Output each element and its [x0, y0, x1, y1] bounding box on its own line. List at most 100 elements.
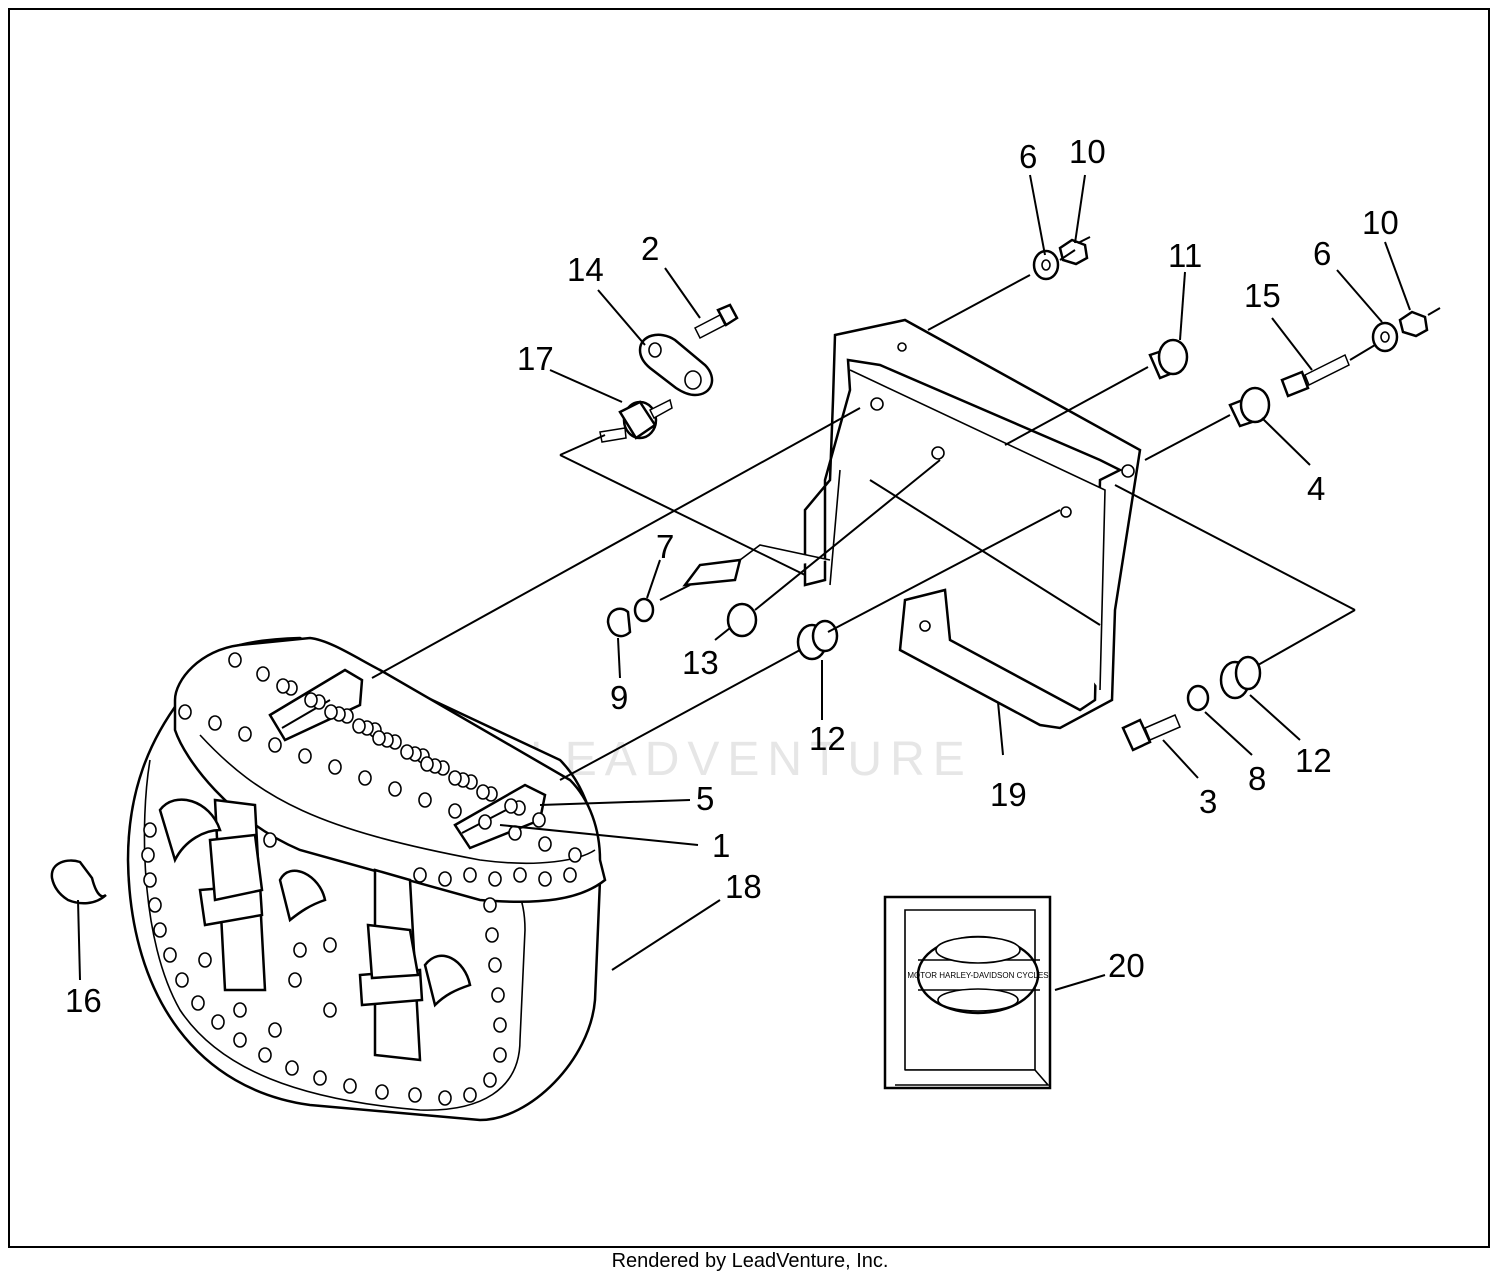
- saddlebag-stud: [141, 847, 155, 863]
- saddlebag-stud: [463, 1087, 477, 1103]
- saddlebag-stud: [323, 937, 337, 953]
- saddlebag-stud: [352, 718, 366, 734]
- footer-credit: Rendered by LeadVenture, Inc.: [611, 1250, 889, 1272]
- callout-4: 4: [1307, 470, 1325, 507]
- saddlebag-stud: [483, 897, 497, 913]
- washer-8: [1186, 684, 1210, 712]
- logo-text-motor-parts: MOTOR PARTS: [942, 996, 1015, 1007]
- saddlebag-stud: [191, 995, 205, 1011]
- callout-16: 16: [65, 982, 102, 1019]
- saddlebag-stud: [228, 652, 242, 668]
- saddlebag-stud: [163, 947, 177, 963]
- saddlebag-stud: [148, 897, 162, 913]
- saddlebag-stud: [288, 972, 302, 988]
- link-plate: [638, 333, 714, 397]
- saddlebag-stud: [153, 922, 167, 938]
- saddlebag-stud: [488, 957, 502, 973]
- saddlebag-stud: [343, 1078, 357, 1094]
- spacer-4: [1228, 386, 1271, 428]
- screw-2: [693, 303, 739, 340]
- saddlebag: [126, 636, 607, 1122]
- callout-10-top: 10: [1069, 133, 1106, 170]
- saddlebag-stud: [304, 692, 318, 708]
- saddlebag-stud: [233, 1032, 247, 1048]
- saddlebag-stud: [418, 792, 432, 808]
- callout-labels: 1 2 3 4 5 6 6 7 8 9 10 10 11 12 12 13 14…: [65, 133, 1399, 1019]
- saddlebag-stud: [324, 704, 338, 720]
- nut-10-right: [1398, 310, 1429, 338]
- bolt-3: [1121, 714, 1181, 752]
- saddlebag-stud: [328, 759, 342, 775]
- saddlebag-stud: [493, 1047, 507, 1063]
- saddlebag-stud: [372, 730, 386, 746]
- saddlebag-stud: [478, 814, 492, 830]
- logo-text-genuine: GENUINE: [948, 943, 1008, 958]
- saddlebag-stud: [258, 1047, 272, 1063]
- callout-5: 5: [696, 780, 714, 817]
- grommet-12-right: [1219, 655, 1262, 700]
- retaining-ring-13: [726, 602, 758, 638]
- saddlebag-stud: [485, 927, 499, 943]
- saddlebag-stud: [313, 1070, 327, 1086]
- callout-18: 18: [725, 868, 762, 905]
- callout-7: 7: [656, 528, 674, 565]
- saddlebag-stud: [413, 867, 427, 883]
- saddlebag-stud: [238, 726, 252, 742]
- callout-12-right: 12: [1295, 742, 1332, 779]
- saddlebag-stud: [276, 678, 290, 694]
- watermark: LEADVENTURE: [530, 733, 973, 786]
- callout-11: 11: [1168, 237, 1202, 274]
- saddlebag-stud: [483, 1072, 497, 1088]
- saddlebag-stud: [143, 872, 157, 888]
- saddlebag-stud: [198, 952, 212, 968]
- saddlebag-stud: [538, 836, 552, 852]
- saddlebag-stud: [268, 1022, 282, 1038]
- saddlebag-stud: [143, 822, 157, 838]
- clip-16: [50, 859, 107, 905]
- saddlebag-stud: [491, 987, 505, 1003]
- callout-15: 15: [1244, 277, 1281, 314]
- saddlebag-stud: [476, 784, 490, 800]
- callout-17: 17: [517, 340, 554, 377]
- saddlebag-stud: [400, 744, 414, 760]
- callout-1: 1: [712, 827, 730, 864]
- saddlebag-stud: [233, 1002, 247, 1018]
- saddlebag-stud: [448, 803, 462, 819]
- callout-19: 19: [990, 776, 1027, 813]
- callout-3: 3: [1199, 783, 1217, 820]
- saddlebag-stud: [375, 1084, 389, 1100]
- saddlebag-stud: [298, 748, 312, 764]
- saddlebag-stud: [563, 867, 577, 883]
- saddlebag-stud: [568, 847, 582, 863]
- callout-9: 9: [610, 679, 628, 716]
- saddlebag-stud: [513, 867, 527, 883]
- callout-20: 20: [1108, 947, 1145, 984]
- saddlebag-stud: [211, 1014, 225, 1030]
- saddlebag-stud: [493, 1017, 507, 1033]
- exploded-parts-diagram: LEADVENTURE: [50, 133, 1441, 1122]
- callout-6-top: 6: [1019, 138, 1037, 175]
- callout-8: 8: [1248, 760, 1266, 797]
- saddlebag-stud: [438, 1090, 452, 1106]
- logo-text-brand: MOTOR HARLEY-DAVIDSON CYCLES: [907, 971, 1048, 980]
- spacer-11: [1148, 338, 1189, 380]
- callout-10-right: 10: [1362, 204, 1399, 241]
- saddlebag-stud: [268, 737, 282, 753]
- saddlebag-stud: [293, 942, 307, 958]
- acorn-nut-9: [606, 607, 632, 638]
- diagram-frame: [8, 8, 1490, 1248]
- callout-13: 13: [682, 644, 719, 681]
- stud-15: [1280, 353, 1350, 398]
- saddlebag-stud: [532, 812, 546, 828]
- saddlebag-stud: [263, 832, 277, 848]
- saddlebag-bracket: [682, 318, 1142, 730]
- rubber-mount: [599, 398, 673, 443]
- saddlebag-stud: [175, 972, 189, 988]
- genuine-parts-package: GENUINE MOTOR HARLEY-DAVIDSON CYCLES MOT…: [883, 895, 1052, 1090]
- saddlebag-stud: [256, 666, 270, 682]
- saddlebag-stud: [448, 770, 462, 786]
- callout-2: 2: [641, 230, 659, 267]
- saddlebag-stud: [408, 1087, 422, 1103]
- saddlebag-stud: [178, 704, 192, 720]
